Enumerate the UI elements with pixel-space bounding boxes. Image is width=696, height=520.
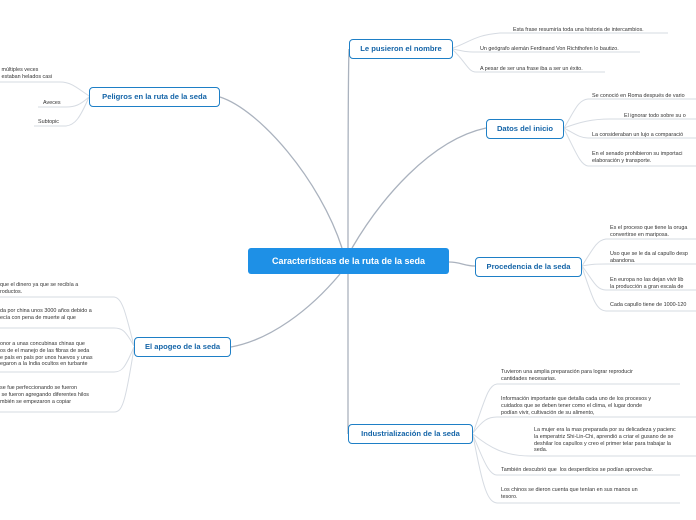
leaf-industrializacion-2[interactable]: Información importante que detalla cada … bbox=[501, 396, 652, 416]
connector-apogeo bbox=[230, 273, 341, 348]
leaf-peligros-3[interactable]: Subtopic bbox=[38, 119, 59, 125]
leaf-line-peligros-1 bbox=[0, 81, 90, 97]
leaf-industrializacion-1[interactable]: Tuvieron una amplia preparación para log… bbox=[501, 369, 633, 382]
leaf-line-apogeo-4 bbox=[0, 347, 135, 413]
branch-peligros-en-la-ruta[interactable]: Peligros en la ruta de la seda bbox=[89, 87, 220, 107]
leaf-line-apogeo-2 bbox=[0, 327, 135, 347]
leaf-line-procedencia-1 bbox=[581, 238, 696, 267]
leaf-nombre-2[interactable]: Un geógrafo alemán Ferdinand Von Richtho… bbox=[480, 46, 619, 52]
leaf-industrializacion-4[interactable]: También descubrió que los desperdicios s… bbox=[501, 467, 654, 473]
leaf-nombre-1[interactable]: Esta frase resumiría toda una historia d… bbox=[513, 27, 644, 33]
leaf-line-procedencia-3 bbox=[581, 265, 696, 291]
connector-nombre bbox=[347, 48, 350, 249]
branch-el-apogeo-de-la-seda[interactable]: El apogeo de la seda bbox=[134, 337, 231, 357]
leaf-apogeo-1[interactable]: que el dinero ya que se recibía a roduct… bbox=[0, 282, 79, 295]
connector-procedencia bbox=[448, 261, 476, 267]
leaf-line-datos-2 bbox=[563, 118, 696, 129]
branch-industrializacion-de-la-seda[interactable]: Industrialización de la seda bbox=[348, 424, 473, 444]
leaf-line-nombre-1 bbox=[452, 32, 668, 49]
leaf-line-industrializacion-2 bbox=[472, 416, 696, 434]
leaf-line-apogeo-1 bbox=[0, 296, 135, 347]
leaf-procedencia-2[interactable]: Uso que se le da al capullo desp abandon… bbox=[610, 251, 688, 264]
leaf-datos-4[interactable]: En el senado prohibieron su importaci el… bbox=[592, 151, 683, 164]
leaf-apogeo-2[interactable]: da por china unos 3000 años debido a ecí… bbox=[0, 308, 92, 321]
leaf-datos-3[interactable]: La consideraban un lujo a comparació bbox=[592, 132, 684, 138]
leaf-line-datos-3 bbox=[563, 127, 696, 139]
connector-peligros bbox=[219, 96, 343, 249]
leaf-line-datos-4 bbox=[563, 128, 696, 167]
branch-le-pusieron-el-nombre[interactable]: Le pusieron el nombre bbox=[349, 39, 453, 59]
leaf-line-peligros-3 bbox=[34, 96, 90, 127]
leaf-procedencia-1[interactable]: Es el proceso que tiene la oruga convert… bbox=[610, 225, 688, 238]
leaf-line-industrializacion-5 bbox=[472, 434, 680, 504]
central-topic[interactable]: Características de la ruta de la seda bbox=[248, 248, 449, 274]
leaf-line-industrializacion-3 bbox=[472, 433, 696, 457]
leaf-line-apogeo-3 bbox=[0, 346, 135, 373]
connector-datos bbox=[351, 127, 487, 249]
leaf-line-datos-1 bbox=[563, 98, 696, 129]
leaf-apogeo-3[interactable]: onor a unas concubinas chinas que os de … bbox=[0, 341, 93, 368]
leaf-datos-2[interactable]: El ignorar todo sobre su o bbox=[624, 113, 686, 119]
leaf-apogeo-4[interactable]: se fue perfeccionando se fueron se fuero… bbox=[0, 385, 90, 405]
leaf-industrializacion-5[interactable]: Los chinos se dieron cuenta que tenían e… bbox=[501, 487, 638, 500]
leaf-procedencia-3[interactable]: En europa no las dejan vivir lib la prod… bbox=[610, 277, 684, 290]
leaf-peligros-2[interactable]: Aveces bbox=[43, 100, 61, 106]
leaf-line-peligros-2 bbox=[38, 96, 90, 108]
leaf-line-nombre-2 bbox=[452, 48, 640, 53]
branch-procedencia-de-la-seda[interactable]: Procedencia de la seda bbox=[475, 257, 582, 277]
leaf-line-procedencia-2 bbox=[581, 263, 696, 267]
branch-datos-del-inicio[interactable]: Datos del inicio bbox=[486, 119, 564, 139]
leaf-peligros-1[interactable]: múltiples veces estaban helados casi bbox=[1, 67, 53, 80]
leaf-line-industrializacion-1 bbox=[472, 383, 680, 434]
leaf-industrializacion-3[interactable]: La mujer era la mas preparada por su del… bbox=[534, 427, 676, 454]
leaf-procedencia-4[interactable]: Cada capullo tiene de 1000-120 bbox=[610, 302, 687, 308]
leaf-line-procedencia-4 bbox=[581, 266, 696, 312]
leaf-line-nombre-3 bbox=[452, 49, 605, 73]
leaf-nombre-3[interactable]: A pesar de ser una frase iba a ser un éx… bbox=[480, 66, 583, 72]
leaf-line-industrializacion-4 bbox=[472, 434, 680, 476]
leaf-datos-1[interactable]: Se conoció en Roma después de vario bbox=[592, 93, 685, 99]
